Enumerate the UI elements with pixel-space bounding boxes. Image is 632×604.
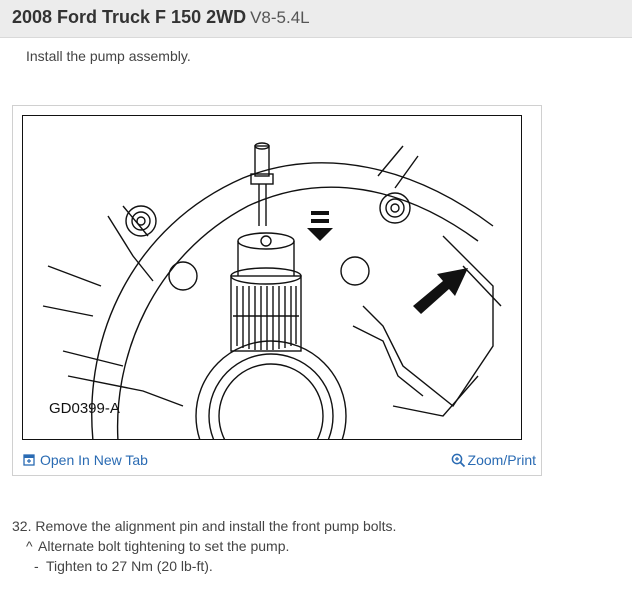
zoom-print-label: Zoom/Print [467,452,536,468]
open-in-new-tab-link[interactable]: Open In New Tab [23,452,148,468]
dash-bullet: - [34,558,39,574]
step-32: 32. Remove the alignment pin and install… [12,518,397,534]
open-in-new-tab-label: Open In New Tab [40,452,148,468]
torque-spec: -Tighten to 27 Nm (20 lb-ft). [12,556,396,576]
procedure-steps: 32. Remove the alignment pin and install… [12,516,396,576]
step-sub-note: ^ Alternate bolt tightening to set the pu… [12,536,396,556]
zoom-icon [451,453,465,467]
figure-id: GD0399-A [49,400,120,417]
vehicle-name: 2008 Ford Truck F 150 2WD [12,7,247,27]
figure-illustration[interactable]: GD0399-A [22,115,522,440]
sub-note-text: Alternate bolt tightening to set the pum… [38,538,290,554]
zoom-print-link[interactable]: Zoom/Print [451,452,536,468]
figure-card: GD0399-A Open In New Tab Zoom/Print [12,105,542,476]
new-tab-icon [23,454,35,466]
torque-spec-text: Tighten to 27 Nm (20 lb-ft). [46,558,213,574]
intro-text: Install the pump assembly. [26,48,191,64]
engine-spec: V8-5.4L [250,8,310,27]
caret-bullet: ^ [26,538,33,554]
pump-diagram [42,142,502,439]
